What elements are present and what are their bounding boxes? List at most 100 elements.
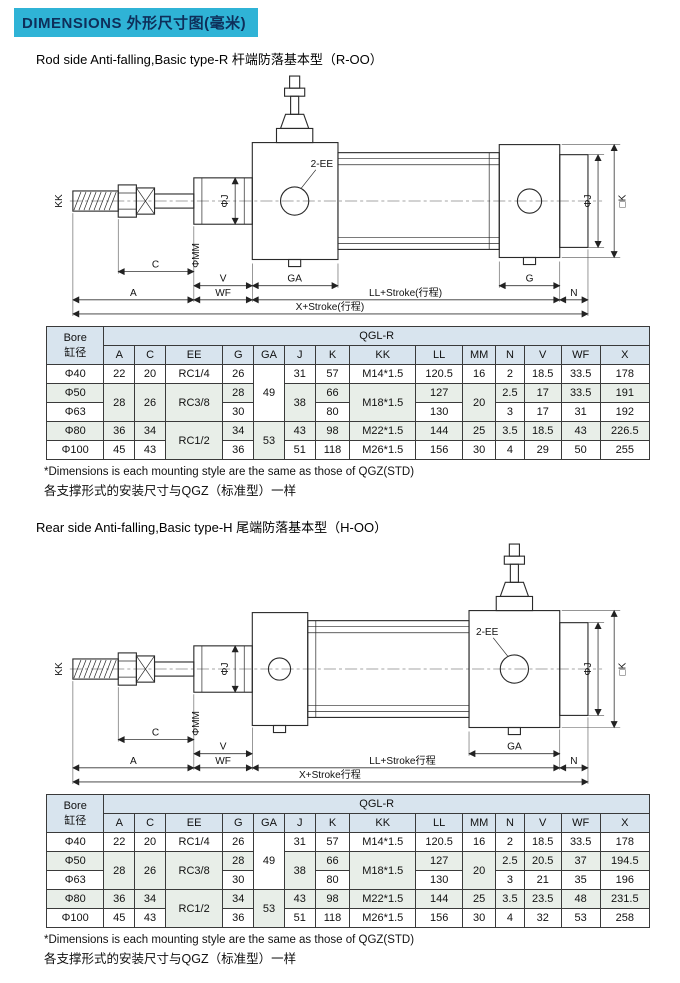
k-label: □K	[617, 194, 628, 207]
cell: 20	[134, 364, 166, 384]
ga-dim: GA	[287, 274, 302, 285]
cell: 50	[560, 440, 601, 460]
cell: 18.5	[523, 832, 562, 852]
wf-dim: WF	[215, 756, 231, 767]
kk-label: KK	[54, 194, 65, 208]
cell: M18*1.5	[349, 851, 417, 890]
c-dim: C	[152, 728, 159, 739]
cell: 25	[462, 889, 497, 909]
cell: 53	[253, 889, 285, 928]
a-dim: A	[130, 756, 137, 767]
j-left-label: ΦJ	[220, 194, 231, 207]
ga-dim: GA	[507, 742, 522, 753]
col-header: KK	[349, 345, 417, 365]
bore-cn: 缸径	[64, 346, 87, 359]
cell: 231.5	[599, 889, 651, 909]
cell: 127	[415, 851, 464, 871]
col-header: V	[523, 345, 562, 365]
cell: 57	[314, 364, 351, 384]
dimension-lines	[72, 609, 618, 786]
cell: Φ80	[45, 421, 105, 441]
cell: RC1/2	[164, 421, 224, 460]
cell: M22*1.5	[349, 889, 417, 909]
cell: 120.5	[415, 364, 464, 384]
cell: M26*1.5	[349, 440, 417, 460]
cell: 36	[222, 440, 255, 460]
cell: 28	[103, 383, 136, 422]
cell: 22	[103, 364, 136, 384]
v-dim: V	[220, 274, 227, 285]
cell: 2	[495, 832, 525, 852]
cell: 49	[253, 364, 285, 422]
col-header: K	[314, 813, 351, 833]
cell: M14*1.5	[349, 364, 417, 384]
cell: Φ63	[45, 870, 105, 890]
col-header: MM	[462, 345, 497, 365]
cell: RC1/4	[164, 364, 224, 384]
cell: 43	[560, 421, 601, 441]
v-dim: V	[220, 742, 227, 753]
cell: 196	[599, 870, 651, 890]
cell: 34	[222, 889, 255, 909]
cell: M14*1.5	[349, 832, 417, 852]
col-header: K	[314, 345, 351, 365]
mm-label: ΦMM	[191, 243, 202, 268]
cell: 16	[462, 364, 497, 384]
cell: 38	[283, 383, 316, 422]
cell: 31	[560, 402, 601, 422]
cell: 156	[415, 440, 464, 460]
cell: 2.5	[495, 851, 525, 871]
cell: 192	[599, 402, 651, 422]
cell: 156	[415, 908, 464, 928]
col-header: LL	[415, 813, 464, 833]
ll-stroke-dim: LL+Stroke(行程)	[369, 286, 442, 299]
cell: 178	[599, 364, 651, 384]
cell: 178	[599, 832, 651, 852]
cell: 130	[415, 402, 464, 422]
cell: 18.5	[523, 421, 562, 441]
g-dim: G	[526, 274, 534, 285]
extension-lines	[72, 610, 621, 784]
cell: 144	[415, 889, 464, 909]
n-dim: N	[570, 756, 577, 767]
cell: 26	[134, 851, 166, 890]
cell: M18*1.5	[349, 383, 417, 422]
note-cn: 各支撑形式的安装尺寸与QGZ（标准型）一样	[44, 952, 297, 966]
col-header: WF	[560, 813, 601, 833]
cell: 25	[462, 421, 497, 441]
col-header: EE	[164, 345, 224, 365]
anti-fall-valve-block-group	[468, 543, 589, 736]
cell: 3	[495, 870, 525, 890]
bore-en: Bore	[63, 799, 87, 812]
col-header: G	[222, 813, 255, 833]
cell: 33.5	[560, 383, 601, 403]
cell: 34	[134, 889, 166, 909]
cell: 48	[560, 889, 601, 909]
cell: 33.5	[560, 832, 601, 852]
cell: 130	[415, 870, 464, 890]
cell: 28	[222, 383, 255, 403]
cell: 45	[103, 440, 136, 460]
cell: 226.5	[599, 421, 651, 441]
rear-side-diagram: KK ΦMM ΦJ 2-EE ΦJ □K C V GA A WF LL+Stro…	[54, 543, 628, 786]
series-header: QGL-R	[103, 326, 650, 346]
note-en: *Dimensions is each mounting style are t…	[44, 466, 415, 478]
head-cap-group	[251, 612, 309, 734]
cell: M26*1.5	[349, 908, 417, 928]
cell: 37	[560, 851, 601, 871]
cell: 17	[523, 383, 562, 403]
cell: 127	[415, 383, 464, 403]
cell: Φ100	[45, 440, 105, 460]
note-cn: 各支撑形式的安装尺寸与QGZ（标准型）一样	[44, 484, 297, 498]
note-block-1: *Dimensions is each mounting style are t…	[44, 466, 666, 499]
dimension-lines	[72, 143, 618, 318]
